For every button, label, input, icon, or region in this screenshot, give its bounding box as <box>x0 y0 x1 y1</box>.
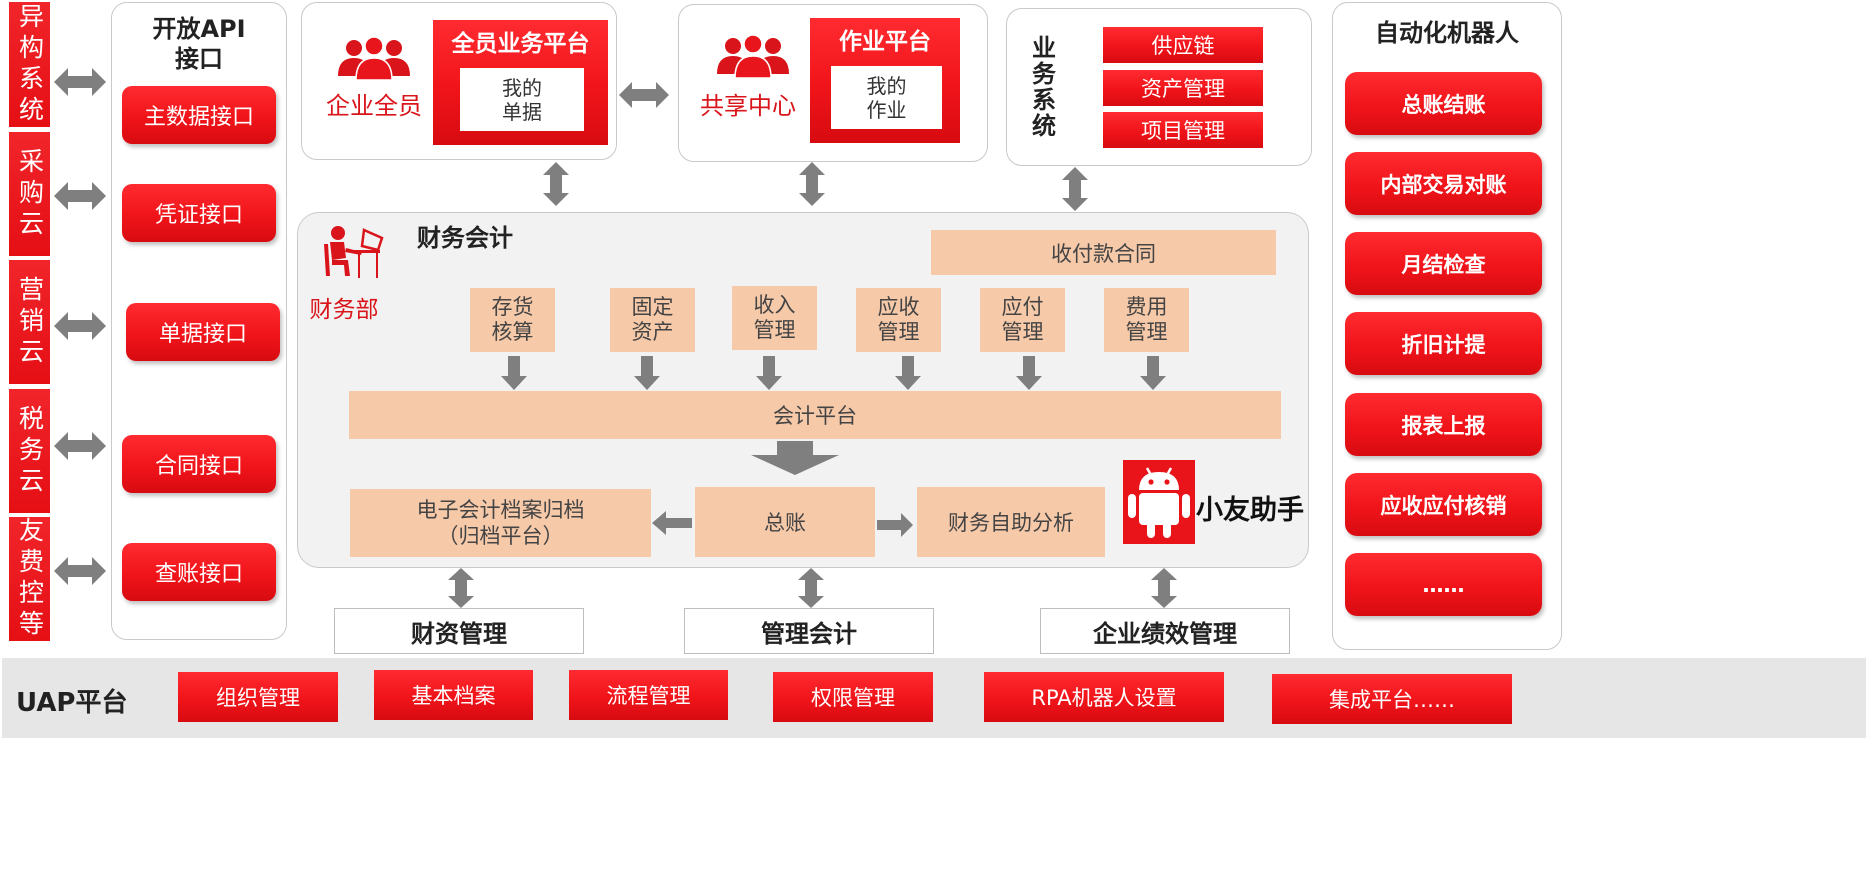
business-item-asset-mgmt[interactable]: 资产管理 <box>1103 70 1263 106</box>
uap-item-org-mgmt[interactable]: 组织管理 <box>178 672 338 722</box>
payment-contract-box[interactable]: 收付款合同 <box>931 230 1276 275</box>
module-inventory-accounting[interactable]: 存货 核算 <box>470 288 555 352</box>
right-arrow-icon <box>877 513 913 537</box>
uap-item-basic-archive[interactable]: 基本档案 <box>374 670 533 720</box>
double-arrow-icon <box>54 182 106 210</box>
big-down-arrow-icon <box>751 441 839 475</box>
left-arrow-icon <box>652 511 692 535</box>
double-arrow-icon <box>54 68 106 96</box>
module-receivables-mgmt[interactable]: 应收 管理 <box>856 288 941 352</box>
vertical-double-arrow-icon <box>448 568 474 608</box>
api-item-voucher[interactable]: 凭证接口 <box>122 184 276 242</box>
treasury-mgmt-box[interactable]: 财资管理 <box>334 608 584 654</box>
robot-item-month-end-check[interactable]: 月结检查 <box>1345 232 1542 295</box>
double-arrow-icon <box>54 557 106 585</box>
management-accounting-box[interactable]: 管理会计 <box>684 608 934 654</box>
cloud-marketing: 营销云 <box>9 260 50 384</box>
automation-robot-title: 自动化机器人 <box>1375 18 1519 47</box>
business-system-title: 业务系统 <box>1027 35 1056 139</box>
api-item-master-data[interactable]: 主数据接口 <box>122 86 276 144</box>
robot-item-more[interactable]: …… <box>1345 553 1542 616</box>
uap-title: UAP平台 <box>16 688 128 718</box>
finance-dept-label: 财务部 <box>309 297 379 323</box>
employee-platform-title: 全员业务平台 <box>451 31 590 57</box>
cloud-tax: 税务云 <box>9 389 50 513</box>
employee-label: 企业全员 <box>326 92 422 120</box>
robot-item-ar-ap-writeoff[interactable]: 应收应付核销 <box>1345 473 1542 536</box>
vertical-double-arrow-icon <box>799 162 825 206</box>
cloud-procurement: 采购云 <box>9 132 50 256</box>
down-arrow-icon <box>634 356 660 390</box>
uap-item-integration-platform[interactable]: 集成平台…… <box>1272 674 1512 724</box>
module-expense-mgmt[interactable]: 费用 管理 <box>1104 288 1189 352</box>
accounting-platform-bar[interactable]: 会计平台 <box>349 391 1281 439</box>
android-icon[interactable] <box>1123 460 1195 544</box>
cloud-heterogeneous: 异构系统 <box>9 2 50 127</box>
api-item-contract[interactable]: 合同接口 <box>122 435 276 493</box>
module-revenue-mgmt[interactable]: 收入 管理 <box>732 286 817 350</box>
robot-item-intercompany-reconcile[interactable]: 内部交易对账 <box>1345 152 1542 215</box>
double-arrow-icon <box>54 312 106 340</box>
uap-item-process-mgmt[interactable]: 流程管理 <box>569 670 728 720</box>
people-group-icon <box>338 36 410 81</box>
business-item-project-mgmt[interactable]: 项目管理 <box>1103 112 1263 148</box>
general-ledger-box[interactable]: 总账 <box>695 487 875 557</box>
assistant-label: 小友助手 <box>1196 495 1304 526</box>
uap-item-permission-mgmt[interactable]: 权限管理 <box>773 672 933 722</box>
my-documents-box[interactable]: 我的 单据 <box>460 68 584 131</box>
api-item-ledger-query[interactable]: 查账接口 <box>122 543 276 601</box>
cloud-expense-control: 友费控等 <box>9 517 50 641</box>
e-archive-box[interactable]: 电子会计档案归档 （归档平台） <box>350 489 651 557</box>
self-service-analysis-box[interactable]: 财务自助分析 <box>917 487 1105 557</box>
work-platform-title: 作业平台 <box>839 29 931 55</box>
down-arrow-icon <box>756 356 782 390</box>
uap-item-rpa-settings[interactable]: RPA机器人设置 <box>984 672 1224 722</box>
robot-item-report-submit[interactable]: 报表上报 <box>1345 393 1542 456</box>
performance-mgmt-box[interactable]: 企业绩效管理 <box>1040 608 1290 654</box>
down-arrow-icon <box>501 356 527 390</box>
open-api-title: 开放API 接口 <box>152 15 246 73</box>
vertical-double-arrow-icon <box>1151 568 1177 608</box>
my-work-box[interactable]: 我的 作业 <box>831 66 942 129</box>
down-arrow-icon <box>895 356 921 390</box>
down-arrow-icon <box>1140 356 1166 390</box>
api-item-document[interactable]: 单据接口 <box>126 303 280 361</box>
work-platform[interactable]: 作业平台 我的 作业 <box>810 18 960 143</box>
finance-accounting-title: 财务会计 <box>417 224 513 252</box>
module-fixed-assets[interactable]: 固定 资产 <box>610 288 695 352</box>
accountant-desk-icon <box>324 226 384 278</box>
double-arrow-icon <box>54 432 106 460</box>
down-arrow-icon <box>1016 356 1042 390</box>
shared-center-label: 共享中心 <box>700 92 796 120</box>
double-arrow-icon <box>619 82 669 108</box>
people-group-icon <box>717 34 789 79</box>
robot-item-depreciation[interactable]: 折旧计提 <box>1345 312 1542 375</box>
vertical-double-arrow-icon <box>798 568 824 608</box>
vertical-double-arrow-icon <box>543 162 569 206</box>
business-item-supply-chain[interactable]: 供应链 <box>1103 27 1263 63</box>
employee-platform[interactable]: 全员业务平台 我的 单据 <box>433 20 608 145</box>
robot-item-gl-closing[interactable]: 总账结账 <box>1345 72 1542 135</box>
vertical-double-arrow-icon <box>1062 167 1088 211</box>
module-payables-mgmt[interactable]: 应付 管理 <box>980 288 1065 352</box>
